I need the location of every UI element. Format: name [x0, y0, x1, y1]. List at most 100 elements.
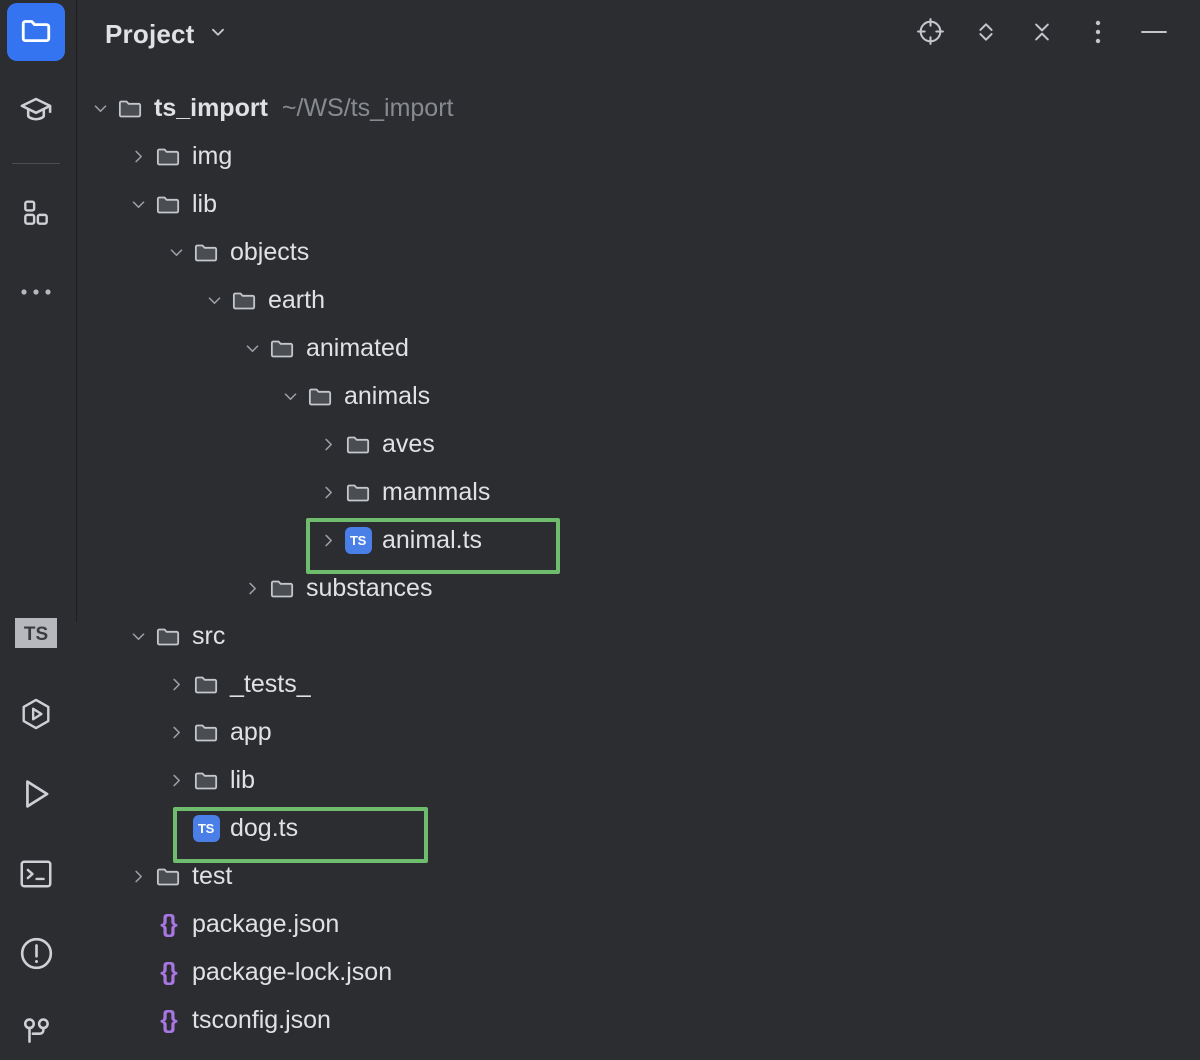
tree-row-path: ~/WS/ts_import: [281, 94, 454, 122]
tree-row-label: _tests_: [230, 670, 311, 698]
panel-title-dropdown[interactable]: Project: [105, 19, 229, 50]
tree-row-label: animals: [344, 382, 431, 410]
sidebar-item-structure[interactable]: [7, 186, 65, 244]
folder-icon: [19, 13, 53, 52]
graduation-cap-icon: [18, 93, 54, 134]
tree-row[interactable]: {} package.json: [77, 900, 1200, 948]
tree-row-label: tsconfig.json: [192, 1006, 331, 1034]
folder-icon: [153, 189, 183, 219]
tree-row[interactable]: test: [77, 852, 1200, 900]
ts-square-icon: TS: [15, 617, 57, 653]
tree-row[interactable]: src: [77, 612, 1200, 660]
page-title: Project: [105, 18, 195, 49]
tree-row-label: src: [192, 622, 226, 650]
sidebar-item-project[interactable]: [7, 3, 65, 61]
tree-row[interactable]: _tests_: [77, 660, 1200, 708]
chevron-right-icon[interactable]: [123, 861, 153, 891]
tree-row[interactable]: {}tsconfig.json: [77, 996, 1200, 1044]
chevron-right-icon[interactable]: [161, 717, 191, 747]
svg-text:TS: TS: [24, 624, 48, 645]
json-file-icon: {}: [160, 909, 178, 938]
toolstrip-divider: [76, 0, 77, 622]
tree-row-label: objects: [230, 238, 310, 266]
tree-row[interactable]: earth: [77, 276, 1200, 324]
chevron-right-icon[interactable]: [161, 765, 191, 795]
tree-row-label: package.json: [192, 910, 340, 938]
exclamation-circle-icon: [18, 935, 55, 977]
collapse-all-icon: [1028, 18, 1056, 51]
tree-row[interactable]: ts_import ~/WS/ts_import: [77, 84, 1200, 132]
folder-icon: [343, 429, 373, 459]
sidebar-item-version-control[interactable]: [7, 1005, 65, 1060]
git-branch-icon: [19, 1015, 53, 1054]
folder-icon: [153, 861, 183, 891]
tree-row[interactable]: TS animal.ts: [77, 516, 1200, 564]
chevron-right-icon[interactable]: [313, 429, 343, 459]
chevron-down-icon[interactable]: [123, 189, 153, 219]
chevron-down-icon[interactable]: [123, 621, 153, 651]
chevron-down-icon[interactable]: [275, 381, 305, 411]
chevron-up-down-icon: [972, 18, 1000, 51]
ts-file-icon: TS: [191, 813, 221, 843]
expand-collapse-button[interactable]: [966, 14, 1006, 54]
toolstrip-separator: [12, 163, 60, 164]
folder-icon: [191, 669, 221, 699]
ellipsis-horizontal-icon: [19, 285, 53, 303]
panel-header: Project: [77, 0, 1200, 68]
tree-row[interactable]: animated: [77, 324, 1200, 372]
folder-icon: [153, 621, 183, 651]
chevron-down-icon[interactable]: [207, 21, 229, 48]
sidebar-item-typescript[interactable]: TS: [7, 606, 65, 664]
chevron-right-icon[interactable]: [237, 573, 267, 603]
tree-row[interactable]: lib: [77, 756, 1200, 804]
chevron-right-icon[interactable]: [313, 525, 343, 555]
chevron-down-icon[interactable]: [85, 93, 115, 123]
hide-tool-window-button[interactable]: [1134, 14, 1174, 54]
tree-row[interactable]: {}package-lock.json: [77, 948, 1200, 996]
tree-row-label: earth: [268, 286, 325, 314]
sidebar-item-run[interactable]: [7, 767, 65, 825]
ts-file-icon: TS: [343, 525, 373, 555]
tree-row-label: package-lock.json: [192, 958, 393, 986]
select-opened-file-button[interactable]: [910, 14, 950, 54]
tree-row-label: aves: [382, 430, 435, 458]
sidebar-item-services[interactable]: [7, 687, 65, 745]
chevron-down-icon[interactable]: [161, 237, 191, 267]
folder-icon: [267, 333, 297, 363]
tree-row[interactable]: mammals: [77, 468, 1200, 516]
tree-row[interactable]: app: [77, 708, 1200, 756]
tree-row[interactable]: animals: [77, 372, 1200, 420]
chevron-right-icon[interactable]: [123, 141, 153, 171]
collapse-all-button[interactable]: [1022, 14, 1062, 54]
options-menu-button[interactable]: [1078, 14, 1118, 54]
minimize-icon: [1139, 25, 1169, 43]
tree-row[interactable]: aves: [77, 420, 1200, 468]
project-panel: Project: [77, 0, 1200, 1060]
tree-row[interactable]: substances: [77, 564, 1200, 612]
tree-row[interactable]: objects: [77, 228, 1200, 276]
folder-icon: [305, 381, 335, 411]
blocks-icon: [20, 197, 52, 234]
tree-row[interactable]: img: [77, 132, 1200, 180]
folder-icon: [267, 573, 297, 603]
hexagon-play-icon: [18, 696, 54, 737]
sidebar-item-terminal[interactable]: [7, 847, 65, 905]
chevron-down-icon[interactable]: [237, 333, 267, 363]
tree-row[interactable]: TS dog.ts: [77, 804, 1200, 852]
tree-row-label: mammals: [382, 478, 491, 506]
sidebar-item-learn[interactable]: [7, 84, 65, 142]
chevron-right-icon[interactable]: [161, 669, 191, 699]
folder-icon: [191, 237, 221, 267]
tree-row[interactable]: lib: [77, 180, 1200, 228]
terminal-icon: [18, 858, 54, 895]
chevron-right-icon[interactable]: [313, 477, 343, 507]
tree-row-label: dog.ts: [230, 814, 299, 842]
chevron-down-icon[interactable]: [199, 285, 229, 315]
folder-icon: [229, 285, 259, 315]
crosshair-target-icon: [915, 16, 946, 52]
sidebar-item-more-tool-windows[interactable]: [7, 265, 65, 323]
tree-row-label: animal.ts: [382, 526, 483, 554]
sidebar-item-problems[interactable]: [7, 927, 65, 985]
tree-row-label: ts_import: [154, 94, 268, 122]
